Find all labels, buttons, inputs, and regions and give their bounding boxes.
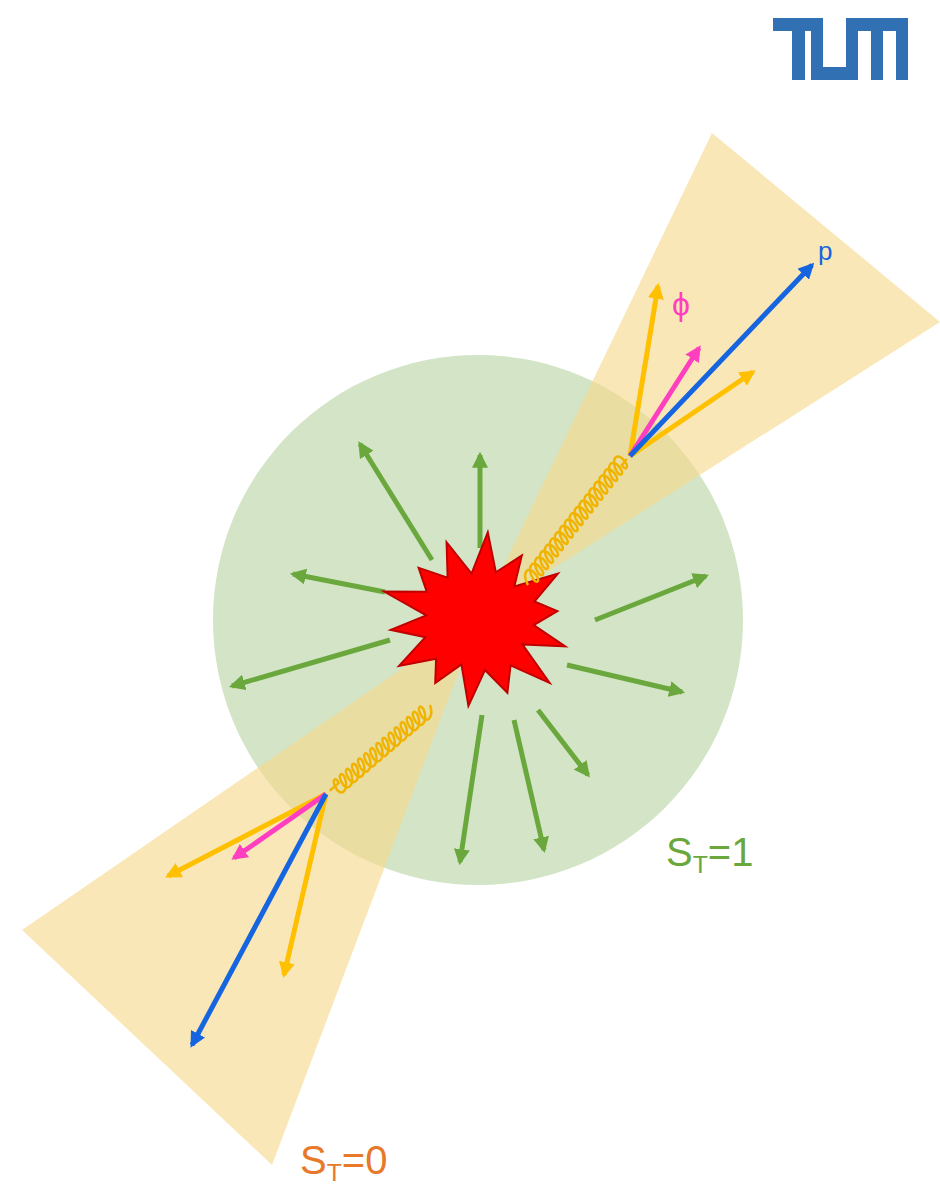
sphericity-label: ST=0 xyxy=(300,1140,387,1186)
sphericity-label: ST=1 xyxy=(666,832,753,878)
isotropic-arrows xyxy=(232,444,706,862)
gluon-spring xyxy=(520,453,631,588)
jet-particles xyxy=(168,794,326,1045)
particle-label: p xyxy=(818,238,832,264)
jet-particles xyxy=(630,265,812,456)
jet-cone xyxy=(480,133,940,615)
tum-logo xyxy=(773,18,908,80)
gluon-spring xyxy=(326,701,436,798)
jet-cone xyxy=(22,615,480,1165)
particle-label: ϕ xyxy=(672,288,690,320)
